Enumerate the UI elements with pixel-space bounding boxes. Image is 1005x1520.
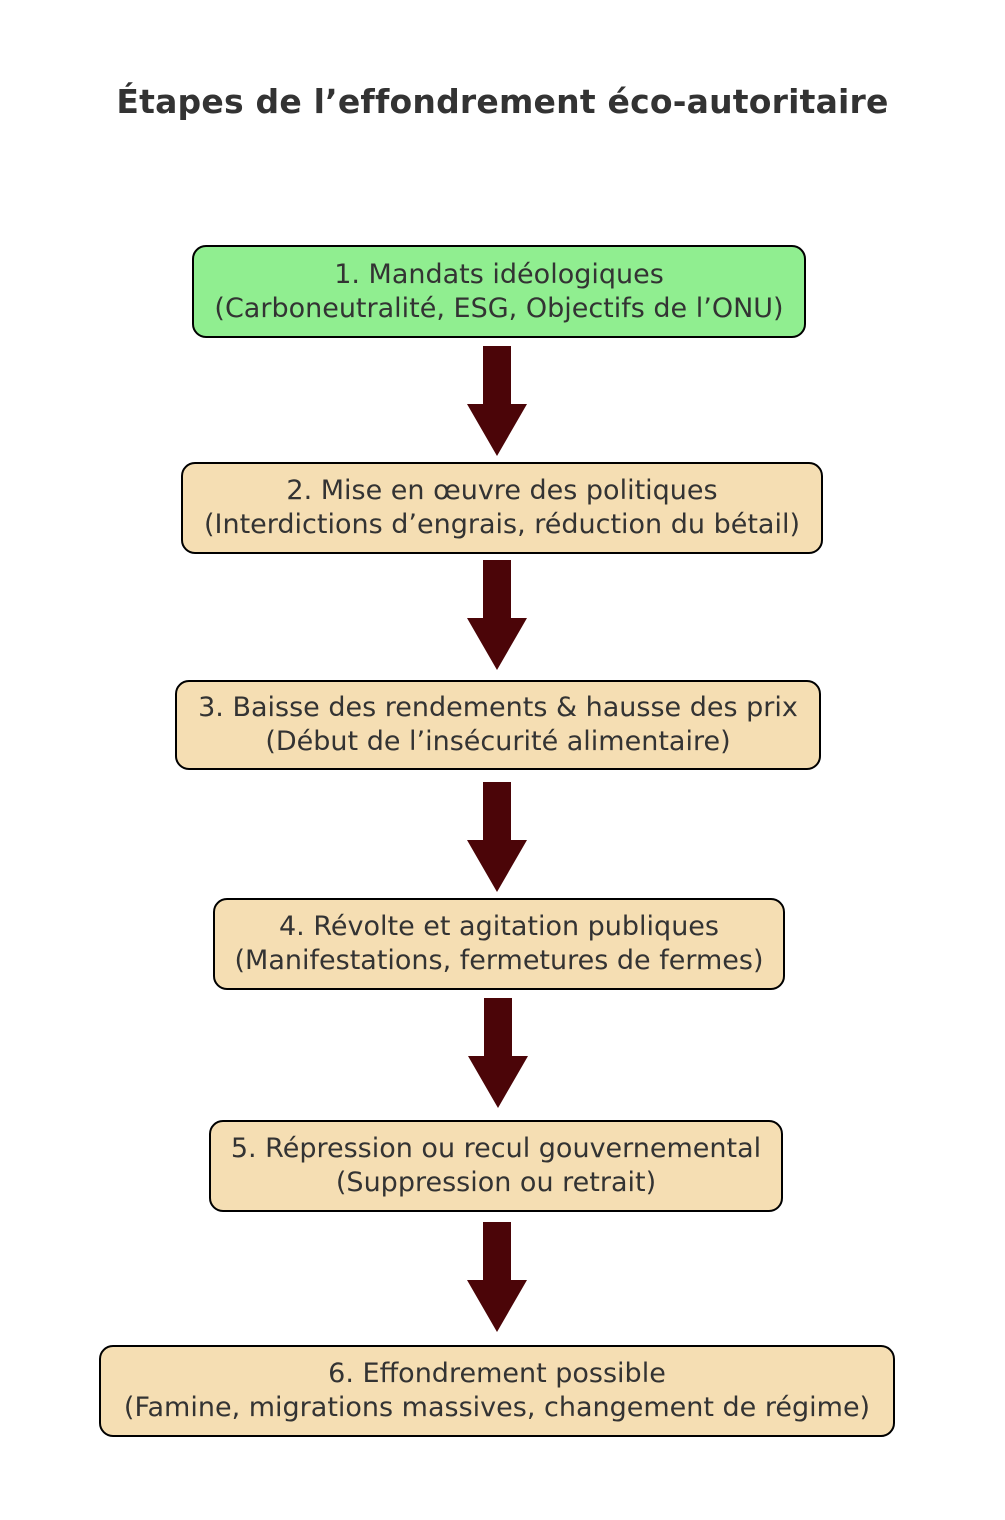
step-4-detail: (Manifestations, fermetures de fermes) (234, 945, 764, 976)
step-1-detail: (Carboneutralité, ESG, Objectifs de l’ON… (214, 292, 784, 324)
step-2-label: 2. Mise en œuvre des politiques (286, 475, 718, 506)
diagram-title: Étapes de l’effondrement éco-autoritaire (116, 82, 889, 121)
step-2-box: 2. Mise en œuvre des politiques (Interdi… (181, 462, 823, 554)
step-1-label: 1. Mandats idéologiques (334, 258, 664, 290)
step-5-box: 5. Répression ou recul gouvernemental (S… (209, 1120, 783, 1212)
step-1-box: 1. Mandats idéologiques (Carboneutralité… (192, 245, 806, 338)
step-4-label: 4. Révolte et agitation publiques (278, 911, 719, 942)
step-6-label: 6. Effondrement possible (328, 1358, 666, 1389)
arrow-1-to-2 (466, 346, 528, 456)
step-4-box: 4. Révolte et agitation publiques (Manif… (213, 898, 785, 990)
step-6-box: 6. Effondrement possible (Famine, migrat… (99, 1345, 895, 1437)
step-3-detail: (Début de l’insécurité alimentaire) (265, 726, 731, 757)
step-3-box: 3. Baisse des rendements & hausse des pr… (175, 680, 821, 770)
step-2-detail: (Interdictions d’engrais, réduction du b… (203, 509, 801, 540)
step-6-detail: (Famine, migrations massives, changement… (123, 1392, 871, 1423)
arrow-3-to-4 (466, 782, 528, 892)
arrow-5-to-6 (466, 1222, 528, 1332)
arrow-4-to-5 (467, 998, 529, 1108)
arrow-2-to-3 (466, 560, 528, 670)
step-5-detail: (Suppression ou retrait) (335, 1167, 657, 1198)
step-5-label: 5. Répression ou recul gouvernemental (230, 1133, 762, 1164)
step-3-label: 3. Baisse des rendements & hausse des pr… (198, 692, 798, 723)
